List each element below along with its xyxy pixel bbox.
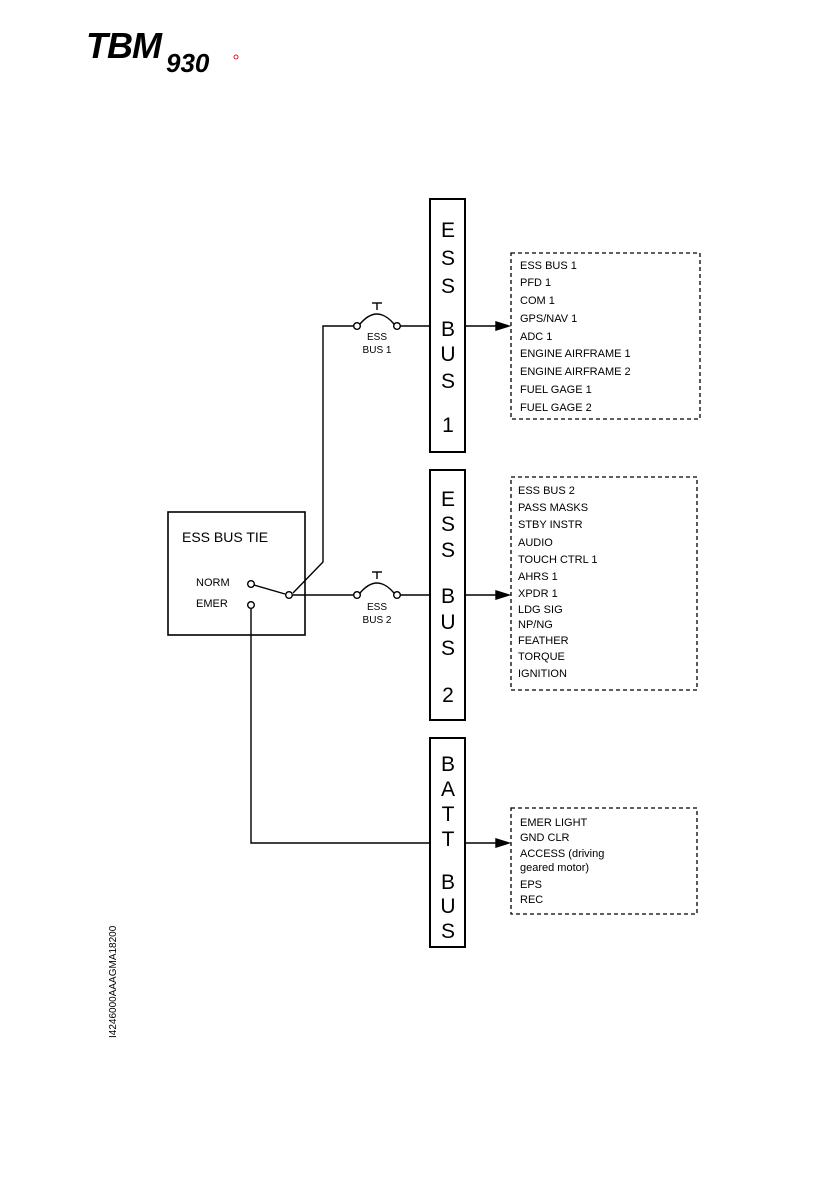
batt-bus-load-list: EMER LIGHT GND CLR ACCESS (driving geare… (520, 817, 604, 906)
ess-bus-1-breaker: ESS BUS 1 (353, 302, 402, 356)
bus-letter: U (440, 895, 455, 918)
load-item: NP/NG (518, 619, 553, 631)
ess-bus-1-feed-wire (292, 325, 354, 594)
load-item: ACCESS (driving (520, 848, 604, 860)
switch-pivot (285, 591, 294, 600)
load-item: PFD 1 (520, 277, 551, 289)
load-item: ESS BUS 2 (518, 485, 575, 497)
load-item: TOUCH CTRL 1 (518, 554, 597, 566)
ess-bus-2-breaker: ESS BUS 2 (353, 571, 402, 626)
norm-contact (246, 580, 255, 589)
load-item: ADC 1 (520, 331, 552, 343)
figure-code: I4246000AAAGMA18200 (108, 925, 119, 1038)
ess-bus-1-letters: E S S B U S 1 (440, 219, 455, 437)
bus-letter: B (441, 871, 455, 894)
tie-switch-blade (253, 584, 286, 595)
breaker-terminal (353, 591, 362, 600)
breaker-label: ESS (367, 602, 387, 613)
bus-letter: E (441, 488, 455, 511)
load-item: AHRS 1 (518, 571, 558, 583)
bus-letter: U (440, 611, 455, 634)
ess-bus-2-bar (429, 469, 466, 721)
arrow-right-icon (495, 838, 512, 848)
bus-letter: S (441, 539, 455, 562)
norm-label: NORM (196, 577, 230, 589)
bus-letter: S (441, 275, 455, 298)
bus-letter: B (441, 585, 455, 608)
batt-bus-load-box (510, 807, 698, 915)
load-item: geared motor) (520, 862, 589, 874)
load-item: EMER LIGHT (520, 817, 588, 829)
tbm-930-logo: TBM 930 (86, 25, 239, 78)
batt-bus-letters: B A T T B U S (440, 753, 455, 943)
ess-bus-tie-box (167, 511, 306, 636)
bus-letter: B (441, 753, 455, 776)
ess-bus-2-load-box (510, 476, 698, 691)
bus-letter: S (441, 637, 455, 660)
bus-letter: S (441, 370, 455, 393)
load-item: TORQUE (518, 651, 565, 663)
bus-letter: T (442, 828, 455, 851)
load-item: GND CLR (520, 832, 570, 844)
breaker-label: ESS (367, 332, 387, 343)
bus-letter: A (441, 778, 455, 801)
load-item: REC (520, 894, 543, 906)
load-item: GPS/NAV 1 (520, 313, 577, 325)
bus-letter: T (442, 803, 455, 826)
breaker-terminal (393, 591, 402, 600)
ess-bus-2-letters: E S S B U S 2 (440, 488, 455, 707)
feeder-arrows (465, 321, 512, 848)
wiring (250, 325, 430, 844)
emer-contact (246, 601, 255, 610)
bus-letter: U (440, 343, 455, 366)
breaker-arc (359, 313, 395, 325)
breaker-arc (359, 582, 395, 594)
load-item: EPS (520, 879, 542, 891)
load-item: ENGINE AIRFRAME 1 (520, 348, 631, 360)
bus-letter: E (441, 219, 455, 242)
load-item: COM 1 (520, 295, 555, 307)
bus-letter: S (441, 920, 455, 943)
load-item: STBY INSTR (518, 519, 583, 531)
logo-model: 930 (166, 48, 210, 78)
batt-bus-bar (429, 737, 466, 948)
ess-bus-1-load-list: ESS BUS 1 PFD 1 COM 1 GPS/NAV 1 ADC 1 EN… (520, 260, 631, 414)
emer-feed-wire (250, 609, 430, 844)
ess-bus-2-load-list: ESS BUS 2 PASS MASKS STBY INSTR AUDIO TO… (518, 485, 597, 680)
load-item: AUDIO (518, 537, 553, 549)
load-item: FEATHER (518, 635, 569, 647)
bus-letter: 1 (442, 414, 454, 437)
arrow-right-icon (495, 590, 512, 600)
bus-letter: S (441, 513, 455, 536)
load-item: IGNITION (518, 668, 567, 680)
load-item: LDG SIG (518, 604, 563, 616)
load-item: ESS BUS 1 (520, 260, 577, 272)
bus-letter: 2 (442, 684, 454, 707)
load-item: PASS MASKS (518, 502, 588, 514)
logo-degree-mark (233, 54, 239, 60)
load-item: FUEL GAGE 1 (520, 384, 592, 396)
load-item: FUEL GAGE 2 (520, 402, 592, 414)
load-item: ENGINE AIRFRAME 2 (520, 366, 631, 378)
arrow-right-icon (495, 321, 512, 331)
ess-bus-tie-title: ESS BUS TIE (182, 529, 268, 545)
ess-bus-1-load-box (510, 252, 701, 420)
breaker-label: BUS 2 (363, 615, 392, 626)
bus-letter: B (441, 318, 455, 341)
breaker-terminal (353, 322, 362, 331)
load-item: XPDR 1 (518, 588, 558, 600)
emer-label: EMER (196, 598, 228, 610)
bus-letter: S (441, 247, 455, 270)
logo-brand: TBM (86, 25, 163, 66)
breaker-label: BUS 1 (363, 345, 392, 356)
breaker-terminal (393, 322, 402, 331)
